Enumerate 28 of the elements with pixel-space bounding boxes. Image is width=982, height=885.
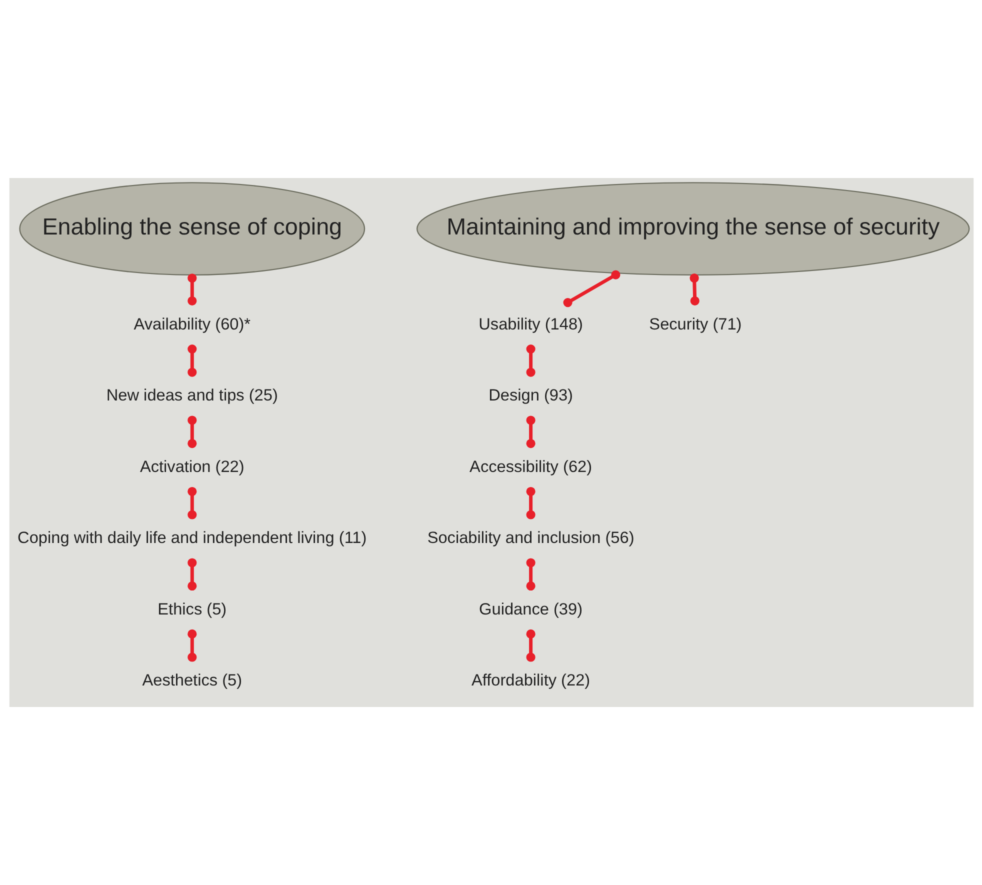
- node-text: Sociability and inclusion (56): [426, 529, 634, 548]
- connector: [526, 558, 535, 591]
- node-text: Guidance (39): [478, 600, 582, 618]
- connector: [526, 344, 535, 377]
- node-text: Accessibility (62): [469, 458, 592, 476]
- connector: [689, 274, 699, 306]
- node-text: Security (71): [648, 315, 742, 334]
- node-text: Usability (148): [478, 315, 582, 334]
- connector: [187, 274, 196, 306]
- connector: [562, 270, 620, 308]
- node-text: Coping with daily life and independent living (11): [17, 529, 366, 548]
- connector: [187, 344, 196, 377]
- node-text: Activation (22): [139, 458, 244, 476]
- connector: [187, 629, 196, 662]
- node-text: Affordability (22): [471, 672, 590, 690]
- connector: [187, 486, 196, 520]
- node-ellipse: Maintaining and improving the sense of security: [416, 182, 970, 276]
- connector: [526, 486, 535, 520]
- node-text: Design (93): [488, 386, 573, 405]
- connector: [187, 558, 196, 591]
- connector: [187, 416, 196, 448]
- connector: [526, 416, 535, 448]
- node-ellipse: Enabling the sense of coping: [18, 182, 365, 276]
- node-text: Availability (60)*: [133, 315, 250, 334]
- node-text: New ideas and tips (25): [106, 386, 278, 405]
- node-text: Aesthetics (5): [142, 672, 242, 690]
- connector: [526, 629, 535, 662]
- node-text: Ethics (5): [157, 600, 226, 618]
